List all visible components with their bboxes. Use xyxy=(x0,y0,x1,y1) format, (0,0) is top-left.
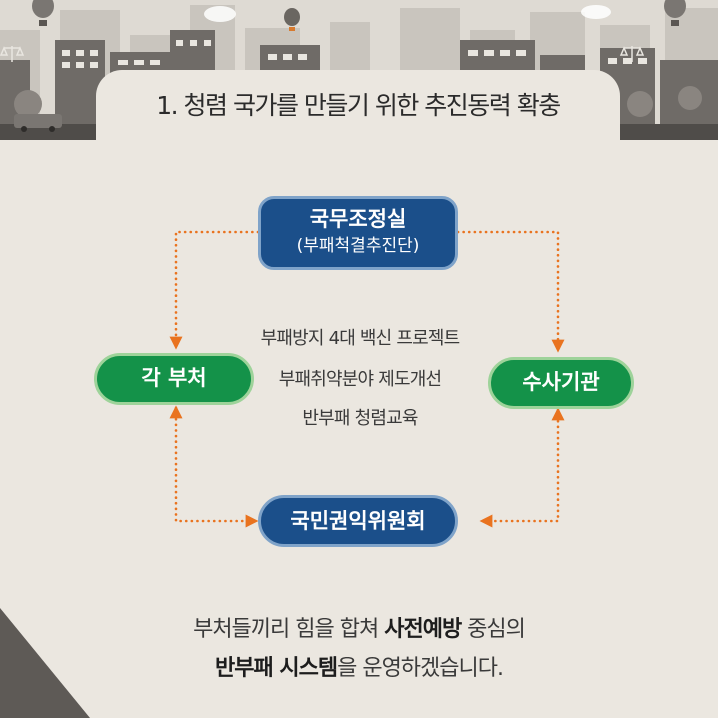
arrow-left-bottom xyxy=(169,405,259,528)
center-item-3: 반부패 청렴교육 xyxy=(302,408,418,429)
page-title: 1. 청렴 국가를 만들기 위한 추진동력 확충 xyxy=(156,91,561,120)
arrow-top-to-left xyxy=(169,230,260,350)
bus-icon xyxy=(14,114,62,132)
footer-line-1-pre: 부처들끼리 힘을 합쳐 xyxy=(193,617,385,642)
center-item-2: 부패취약분야 제도개선 xyxy=(278,369,442,390)
node-prime-minister-office: 국무조정실 (부패척결추진단) xyxy=(258,196,458,270)
scales-of-justice-icon xyxy=(0,46,25,62)
footer-line-1-post: 중심의 xyxy=(461,617,526,642)
center-item-1: 부패방지 4대 백신 프로젝트 xyxy=(260,328,461,349)
footer-line-1: 부처들끼리 힘을 합쳐 사전예방 중심의 xyxy=(0,611,718,643)
node-ministries: 각 부처 xyxy=(94,353,254,405)
corner-decoration xyxy=(0,608,90,718)
footer-emphasis-system: 반부패 시스템 xyxy=(214,656,338,681)
footer-emphasis-prevention: 사전예방 xyxy=(384,617,462,642)
arrow-right-bottom xyxy=(479,407,565,528)
node-investigation-agencies: 수사기관 xyxy=(488,357,634,409)
hot-air-balloon-icon xyxy=(32,0,686,31)
node-acrc: 국민권익위원회 xyxy=(258,495,458,547)
title-tab xyxy=(96,70,620,142)
arrow-top-to-right xyxy=(456,230,565,353)
node-prime-minister-office-title: 국무조정실 xyxy=(309,207,407,231)
footer-line-2: 반부패 시스템을 운영하겠습니다. xyxy=(0,650,718,682)
node-prime-minister-office-subtitle: (부패척결추진단) xyxy=(296,236,420,256)
footer-line-2-post: 을 운영하겠습니다. xyxy=(337,656,504,681)
